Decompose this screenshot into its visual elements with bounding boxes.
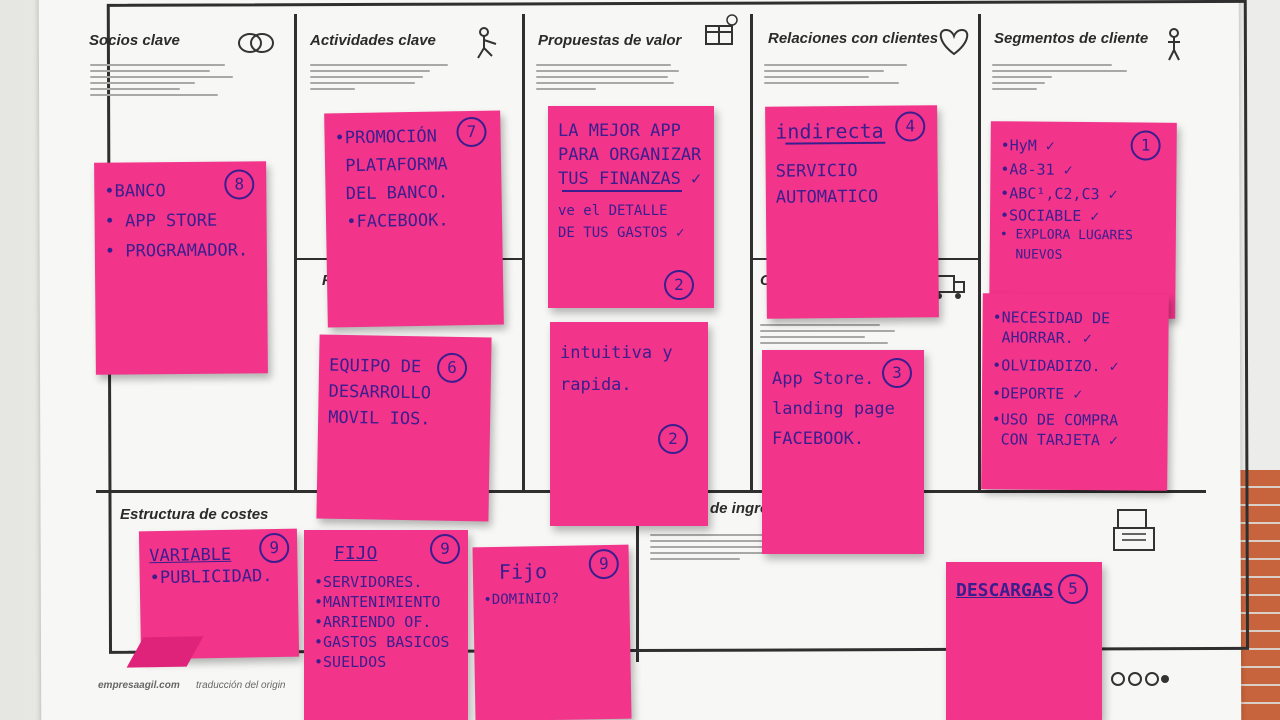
note-line: SERVICIO [775,160,858,182]
note-line: ve el DETALLE [558,203,668,219]
sticky-note-propuesta-1: LA MEJOR APP PARA ORGANIZAR TUS FINANZAS… [548,106,714,308]
sticky-note-segmentos-1: 1 •HyM ✓ •A8-31 ✓ •ABC¹,C2,C3 ✓ •SOCIABL… [989,121,1177,319]
note-line: PLATAFORMA [334,154,448,177]
note-line: •NECESIDAD DE [992,308,1111,328]
section-title-ingresos: de ingre [710,500,769,517]
priority-badge: 8 [224,169,255,200]
heart-icon [939,28,969,56]
worker-icon [477,27,497,59]
sticky-note-costes-fijo-2: 9 Fijo •DOMINIO? [472,544,632,720]
note-line: MOVIL IOS. [327,407,431,430]
note-line: CON TARJETA ✓ [991,430,1119,450]
note-line: •FACEBOOK. [335,210,449,233]
note-line: rapida. [560,375,632,395]
note-line: PARA ORGANIZAR [558,145,702,165]
sticky-note-recursos: 6 EQUIPO DE DESARROLLO MOVIL IOS. [316,334,492,522]
priority-badge: 5 [1058,574,1088,604]
cash-register-icon [1113,509,1155,551]
sticky-note-costes-fijo-1: 9 FIJO •SERVIDORES. •MANTENIMIENTO •ARRI… [304,530,468,720]
note-line: •SERVIDORES. [314,573,423,591]
note-line: landing page [772,399,895,419]
note-line: •SOCIABLE ✓ [999,206,1100,226]
note-line: TUS FINANZAS ✓ [558,169,702,189]
sticky-note-relaciones: 4 indirecta SERVICIO AUTOMATICO [765,105,939,319]
note-line: •MANTENIMIENTO [314,593,441,611]
note-line: • APP STORE [104,210,218,232]
note-line: • PROGRAMADOR. [104,240,249,262]
note-line [785,141,886,161]
note-line: DE TUS GASTOS ✓ [558,225,685,241]
note-line: •GASTOS BASICOS [314,633,450,651]
person-icon [1168,28,1180,61]
section-title-relaciones: Relaciones con clientes [768,30,939,47]
note-line: AHORRAR. ✓ [992,328,1092,348]
handshake-icon [238,33,274,53]
priority-badge: 9 [430,534,460,564]
section-title-propuestas: Propuestas de valor [538,32,682,49]
note-line: DEL BANCO. [335,182,449,205]
priority-badge: 1 [1130,130,1161,161]
section-title-socios: Socios clave [89,32,180,49]
note-line: •DOMINIO? [483,590,560,609]
priority-badge: 2 [658,424,688,454]
sticky-note-propuesta-2: intuitiva y rapida. 2 [550,322,708,526]
note-line: •USO DE COMPRA [991,410,1119,430]
section-title-segmentos: Segmentos de cliente [994,30,1149,47]
note-line: FACEBOOK. [772,429,865,449]
sticky-note-socios: 8 •BANCO • APP STORE • PROGRAMADOR. [94,161,268,375]
note-line: DESCARGAS [956,580,1054,601]
section-title-canales: C [760,272,771,289]
note-line: •DEPORTE ✓ [991,384,1083,404]
printed-questions [764,60,914,88]
note-line: •ARRIENDO OF. [314,613,432,631]
priority-badge: 2 [664,270,694,300]
note-line: LA MEJOR APP [558,121,681,141]
note-line: •SUELDOS [314,653,387,671]
gift-icon [705,14,738,45]
note-line: FIJO [334,543,378,564]
sticky-note-canales: 3 App Store. landing page FACEBOOK. [762,350,924,554]
note-line: AUTOMATICO [775,186,879,208]
divider [978,14,981,492]
note-line: DESARROLLO [328,381,432,404]
footer-brand: empresaagil.com [98,680,180,691]
note-line: •OLVIDADIZO. ✓ [992,356,1119,376]
printed-questions [310,60,460,94]
note-line [314,564,460,572]
sticky-note-actividades: 7 •PROMOCIÓN PLATAFORMA DEL BANCO. •FACE… [324,110,504,328]
note-line: intuitiva y [560,343,673,363]
printed-questions [760,320,910,348]
printed-questions [90,60,240,100]
sticky-note-segmentos-2: •NECESIDAD DE AHORRAR. ✓ •OLVIDADIZO. ✓ … [981,293,1169,491]
sticky-note-costes-variable: 9 VARIABLE •PUBLICIDAD. [138,528,300,660]
divider [636,490,639,662]
note-line: •ABC¹,C2,C3 ✓ [1000,184,1118,204]
footer-credit: traducción del origin [196,680,286,691]
section-title-costes: Estructura de costes [120,506,269,523]
note-line: App Store. [772,369,875,389]
printed-questions [536,60,686,94]
priority-badge: 3 [882,358,912,388]
license-icons [1111,672,1169,686]
note-line: •A8-31 ✓ [1000,160,1073,179]
note-line: NUEVOS [999,247,1063,263]
priority-badge: 4 [895,111,926,142]
printed-questions [650,530,800,564]
divider [294,14,297,492]
divider [750,14,753,492]
note-line: • EXPLORA LUGARES [999,227,1133,244]
note-line [562,190,682,200]
note-line: •PUBLICIDAD. [149,566,273,589]
printed-questions [992,60,1142,94]
section-title-actividades: Actividades clave [310,32,436,49]
sticky-note-ingresos: DESCARGAS 5 [946,562,1102,720]
divider [522,14,525,492]
